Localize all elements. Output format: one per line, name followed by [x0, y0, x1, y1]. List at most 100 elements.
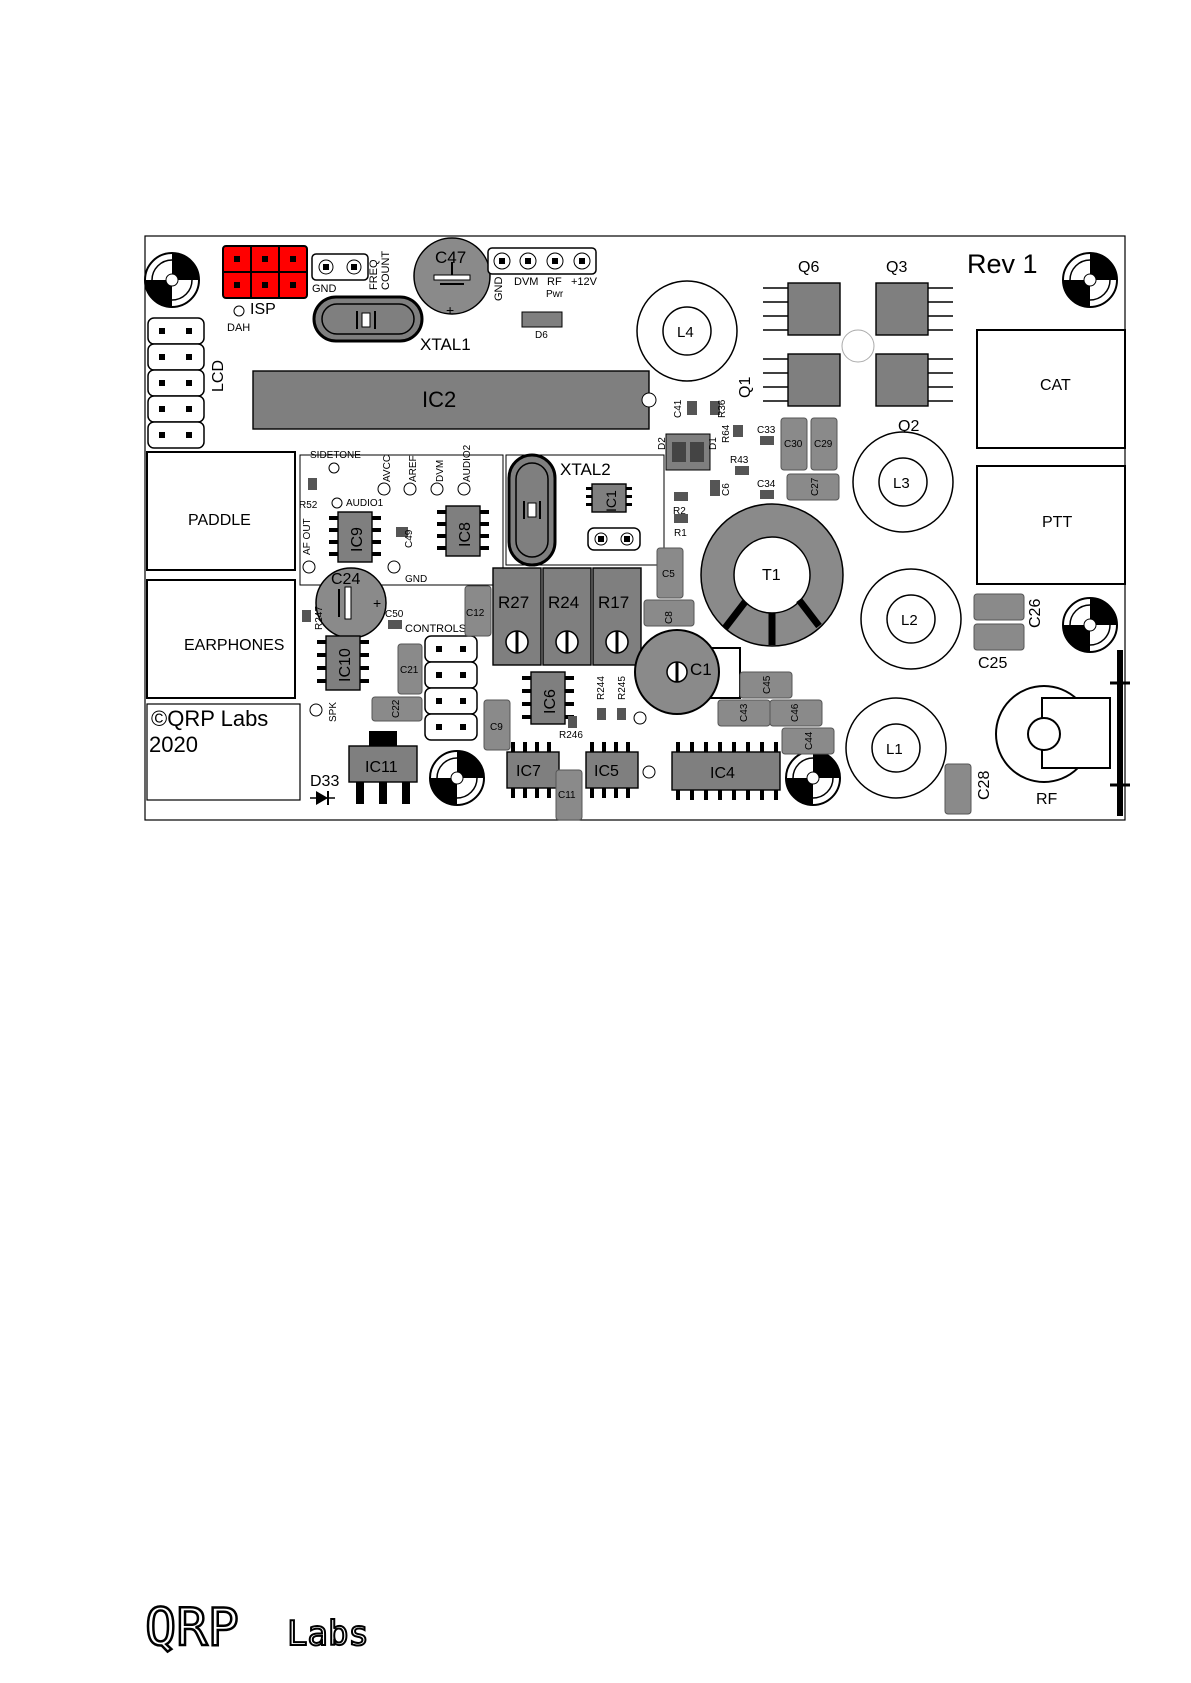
- r64-resistor: [733, 425, 743, 437]
- c5-capacitor: [656, 547, 684, 599]
- l1-label: L1: [886, 741, 903, 758]
- audio2-label: AUDIO2: [462, 444, 473, 482]
- copyright-box: [146, 703, 301, 801]
- dvm2-label: DVM: [435, 460, 446, 482]
- pwr-label: Pwr: [546, 289, 564, 300]
- r1-resistor: [674, 514, 688, 523]
- count-label: COUNT: [380, 251, 392, 290]
- ic1-chip: [586, 483, 632, 513]
- ic2-notch: [641, 392, 657, 408]
- c25-capacitor: [973, 623, 1025, 651]
- footer-logo-qrp: QRP: [145, 1598, 239, 1658]
- r27-trimmer: [492, 567, 542, 666]
- ic5-chip: [585, 742, 639, 798]
- q1-transistor: [763, 353, 841, 407]
- controls-header: [424, 635, 478, 741]
- c30-capacitor: [780, 417, 808, 471]
- c43-label: C43: [739, 703, 750, 722]
- c33-capacitor: [760, 436, 774, 445]
- controls-label: CONTROLS: [405, 623, 466, 635]
- earphones-label: EARPHONES: [184, 637, 284, 654]
- c47-label: C47: [435, 248, 466, 267]
- avcc-label: AVCC: [382, 455, 393, 482]
- xtal2-submodule-outline: [505, 454, 665, 566]
- c49-label: C49: [404, 529, 415, 548]
- l2-inductor: [860, 568, 962, 670]
- t1-label: T1: [762, 567, 781, 584]
- ptt-connector: [976, 465, 1126, 585]
- c12-capacitor: [464, 585, 492, 637]
- audio1-label: AUDIO1: [346, 498, 384, 509]
- ic9-chip: [329, 511, 381, 563]
- c27-capacitor: [786, 473, 840, 501]
- l1-inductor: [845, 697, 947, 799]
- mounting-hole-right-middle: [1062, 597, 1118, 653]
- c28-label: C28: [976, 771, 993, 800]
- paddle-connector: [146, 451, 296, 571]
- c1-trimmer-capacitor: [634, 629, 741, 715]
- l3-inductor: [852, 431, 954, 533]
- mounting-hole-bottom-middle: [785, 750, 841, 806]
- c5-label: C5: [662, 569, 675, 580]
- gnd-dvm-rf-12v-header: [487, 247, 597, 275]
- l4-inductor: [636, 280, 738, 382]
- revision-label: Rev 1: [967, 249, 1038, 279]
- copyright-line-2: 2020: [149, 732, 198, 757]
- q3-label: Q3: [886, 259, 907, 276]
- r245-label: R245: [617, 676, 628, 700]
- c29-label: C29: [814, 439, 833, 450]
- sidetone-label: SIDETONE: [310, 450, 361, 461]
- r244-resistor: [597, 708, 606, 720]
- l4-label: L4: [677, 324, 694, 341]
- cat-connector: [976, 329, 1126, 449]
- ptt-label: PTT: [1042, 514, 1072, 531]
- c44-capacitor: [781, 727, 835, 755]
- gnd-pad: [387, 560, 401, 574]
- c34-label: C34: [757, 479, 776, 490]
- t1-toroid: [700, 503, 844, 647]
- r247-label: R247: [314, 606, 325, 630]
- ic11-label: IC11: [365, 759, 398, 776]
- c6-capacitor: [710, 480, 720, 496]
- r2-resistor: [674, 492, 688, 501]
- c26-label: C26: [1027, 599, 1044, 628]
- ic10-chip: [317, 635, 369, 691]
- ic7-label: IC7: [516, 763, 541, 780]
- d1-label: D1: [708, 437, 719, 450]
- avcc-pad: [377, 482, 391, 496]
- ic6-chip: [522, 671, 574, 725]
- test-pad-a: [633, 711, 647, 725]
- isp-header: [222, 245, 308, 299]
- q1-label: Q1: [737, 377, 754, 398]
- ic8-chip: [437, 505, 489, 557]
- ic4-label: IC4: [710, 765, 735, 782]
- xtal2-jumper: [587, 527, 641, 551]
- rf-connector: [995, 650, 1130, 816]
- ic9-label: IC9: [349, 527, 366, 552]
- ic6-label: IC6: [542, 689, 559, 714]
- spk-label: SPK: [328, 702, 339, 722]
- r43-resistor: [735, 466, 749, 475]
- r246-resistor: [568, 716, 577, 728]
- r52-resistor: [308, 478, 317, 490]
- v12-label: +12V: [571, 276, 598, 288]
- dvm-pad: [430, 482, 444, 496]
- r17-trimmer: [592, 567, 642, 666]
- q2-transistor: [875, 353, 953, 407]
- d1-d2-diodes: [665, 433, 711, 471]
- ic4-chip: [671, 742, 781, 800]
- lcd-header: [147, 317, 205, 449]
- ic11-regulator: [348, 731, 418, 804]
- mounting-hole-bottom-left: [429, 750, 485, 806]
- r2-label: R2: [673, 506, 686, 517]
- spk-pad: [309, 703, 323, 717]
- qrp-labs-footer-logo: QRP Labs: [144, 1597, 370, 1660]
- gnd-label-2: GND: [493, 277, 505, 302]
- c33-label: C33: [757, 425, 776, 436]
- mounting-hole-top-right: [1062, 252, 1118, 308]
- footer-logo-labs: Labs: [287, 1614, 369, 1654]
- xtal2-label: XTAL2: [560, 460, 611, 479]
- aref-label: AREF: [408, 455, 419, 482]
- gnd-label-1: GND: [312, 283, 337, 295]
